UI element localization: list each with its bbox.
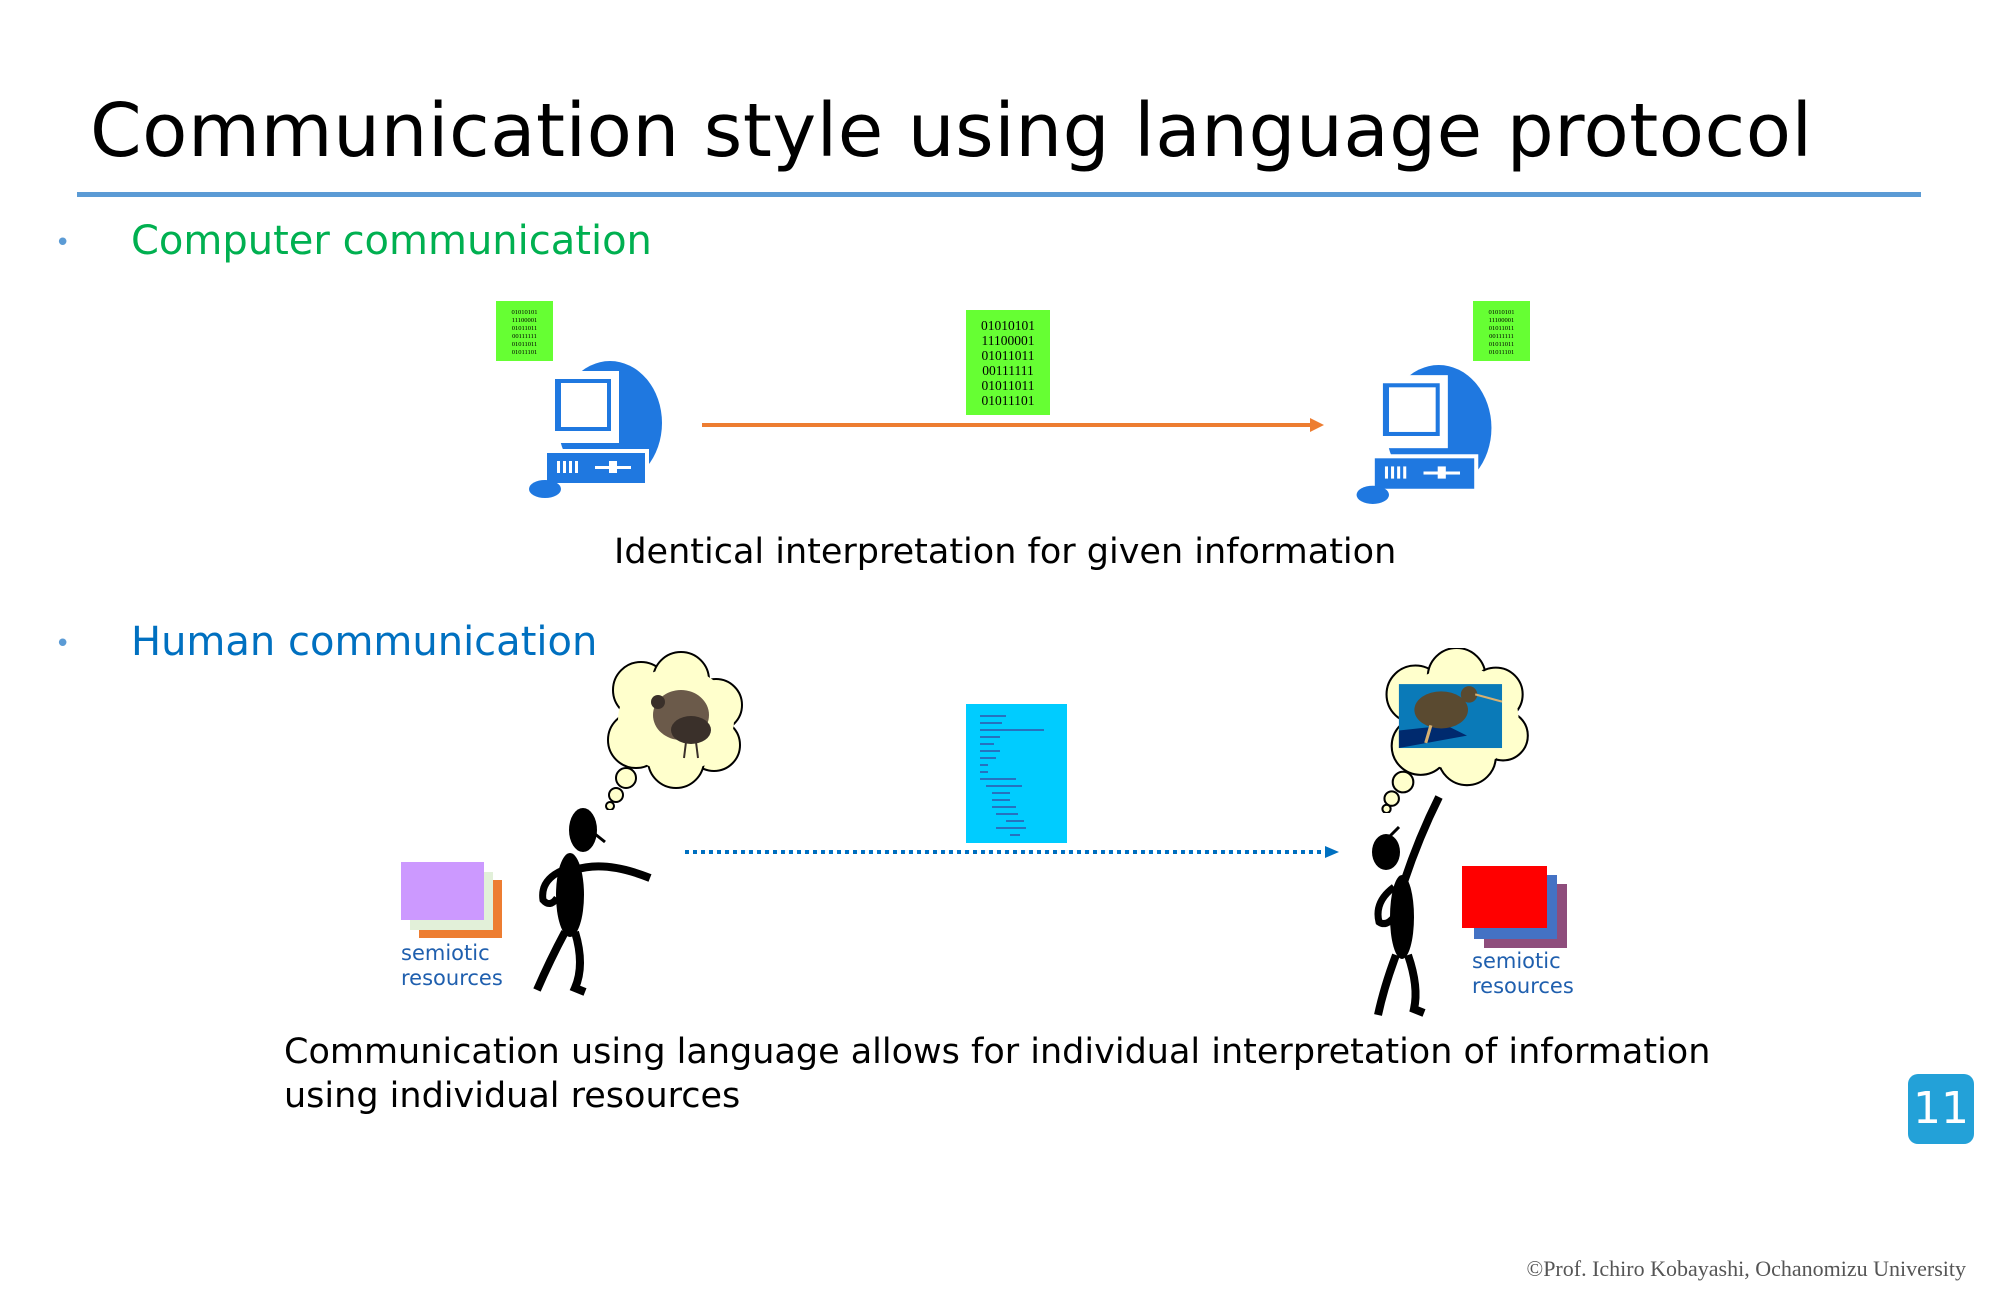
computer-caption: Identical interpretation for given infor… bbox=[614, 532, 1397, 572]
turkey-icon bbox=[651, 690, 711, 759]
human-caption-line-1: Communication using language allows for … bbox=[284, 1032, 1711, 1072]
transmission-arrow bbox=[702, 418, 1324, 432]
bullet-marker: • bbox=[55, 629, 71, 659]
language-transmission-arrow bbox=[685, 846, 1339, 858]
computer-icon-right bbox=[1356, 365, 1492, 504]
page-number-badge: 11 bbox=[1908, 1074, 1974, 1144]
semiotic-resource-card bbox=[401, 862, 484, 920]
thought-bubble-kiwi bbox=[1381, 648, 1529, 813]
human-caption-line-2: using individual resources bbox=[284, 1076, 741, 1116]
slide-title: Communication style using language proto… bbox=[90, 88, 1813, 174]
copyright-footer: ©Prof. Ichiro Kobayashi, Ochanomizu Univ… bbox=[1526, 1256, 1966, 1281]
left-resources-label: semiotic resources bbox=[401, 941, 503, 990]
right-resources-label: semiotic resources bbox=[1472, 949, 1574, 998]
person-listener-icon bbox=[1372, 795, 1443, 1017]
semiotic-resource-card bbox=[1462, 866, 1547, 928]
computer-icon-left bbox=[529, 361, 662, 498]
bullet-human-communication: Human communication bbox=[131, 619, 598, 665]
bullet-computer-communication: Computer communication bbox=[131, 218, 652, 264]
person-speaker-icon bbox=[533, 808, 652, 996]
title-divider bbox=[77, 192, 1921, 197]
language-message-document bbox=[966, 704, 1067, 843]
thought-bubble-turkey bbox=[605, 651, 743, 810]
bullet-marker: • bbox=[55, 228, 71, 258]
